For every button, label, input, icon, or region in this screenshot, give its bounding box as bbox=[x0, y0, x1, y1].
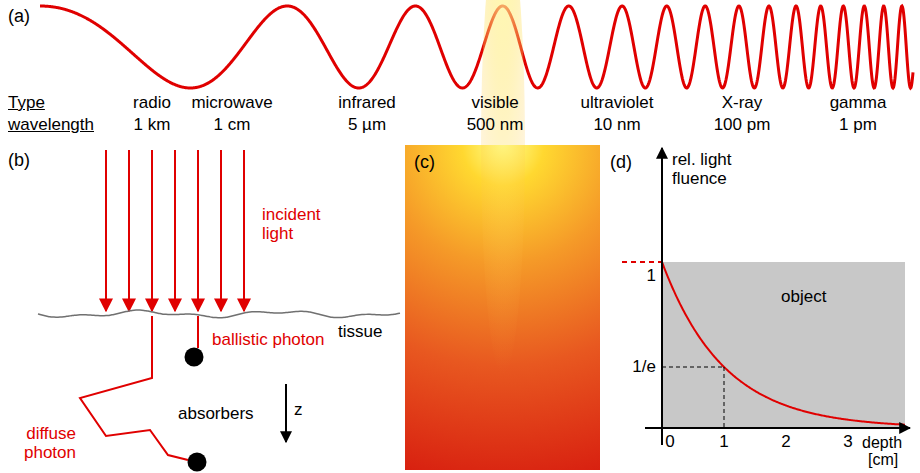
incident-arrow bbox=[174, 150, 176, 311]
ballistic-path bbox=[197, 316, 199, 348]
object-region bbox=[662, 262, 905, 428]
panel-letter: (d) bbox=[610, 152, 632, 172]
fluence-streak bbox=[481, 0, 525, 375]
one-over-e-guide bbox=[662, 367, 724, 368]
photon-label: diffuse photon bbox=[12, 424, 76, 462]
row-heading: wavelength bbox=[8, 115, 94, 134]
band-name: X-ray bbox=[722, 93, 763, 112]
absorber-dot bbox=[185, 348, 204, 367]
wavelength-value: 100 pm bbox=[714, 115, 771, 134]
band-name: gamma bbox=[830, 93, 887, 112]
band-name: microwave bbox=[191, 93, 272, 112]
axis-label: depth bbox=[862, 434, 902, 452]
beam-label: incident light bbox=[262, 205, 336, 243]
wavelength-value: 5 µm bbox=[348, 115, 386, 134]
tick-label: 1 bbox=[647, 266, 656, 285]
incident-arrow bbox=[151, 150, 153, 311]
incident-arrow bbox=[105, 150, 107, 311]
wavelength-value: 1 pm bbox=[839, 115, 877, 134]
incident-arrow bbox=[220, 150, 222, 311]
one-cm-guide bbox=[724, 367, 725, 428]
photon-label: ballistic photon bbox=[212, 330, 324, 349]
decay-curve bbox=[662, 262, 905, 425]
tick-label: 1/e bbox=[632, 357, 656, 376]
incident-arrow bbox=[197, 150, 199, 311]
unit-label: [cm] bbox=[868, 451, 898, 469]
band-name: visible bbox=[471, 93, 518, 112]
tick-label: 2 bbox=[781, 432, 790, 451]
wavelength-value: 10 nm bbox=[593, 115, 640, 134]
panel-letter: (c) bbox=[414, 152, 435, 172]
tick-label: 1 bbox=[719, 432, 728, 451]
region-label: object bbox=[781, 287, 826, 307]
object-region-box: object bbox=[663, 263, 905, 428]
y-axis bbox=[661, 148, 663, 445]
absorber-label: absorbers bbox=[178, 404, 254, 423]
incident-level bbox=[622, 261, 662, 263]
band-name: infrared bbox=[338, 93, 396, 112]
tick-label: 0 bbox=[665, 432, 674, 451]
tissue-surface bbox=[38, 310, 400, 318]
panel-letter: (b) bbox=[8, 150, 30, 170]
axis-label: z bbox=[294, 400, 303, 419]
panel-letter: (a) bbox=[8, 6, 30, 26]
row-heading: Type bbox=[8, 93, 45, 112]
x-axis bbox=[645, 427, 910, 429]
absorber-dot bbox=[188, 453, 207, 472]
em-wave bbox=[40, 6, 913, 88]
axis-label: rel. light fluence bbox=[672, 150, 764, 188]
depth-arrow bbox=[285, 384, 287, 442]
band-name: ultraviolet bbox=[581, 93, 654, 112]
wavelength-value: 500 nm bbox=[467, 115, 524, 134]
incident-arrow bbox=[243, 150, 245, 311]
diffuse-path bbox=[80, 316, 188, 460]
wavelength-value: 1 km bbox=[134, 115, 171, 134]
incident-arrow bbox=[128, 150, 130, 311]
tick-label: 3 bbox=[843, 432, 852, 451]
incident-arrows bbox=[106, 150, 244, 311]
wavelength-value: 1 cm bbox=[214, 115, 251, 134]
medium-label: tissue bbox=[338, 322, 382, 341]
band-name: radio bbox=[133, 93, 171, 112]
